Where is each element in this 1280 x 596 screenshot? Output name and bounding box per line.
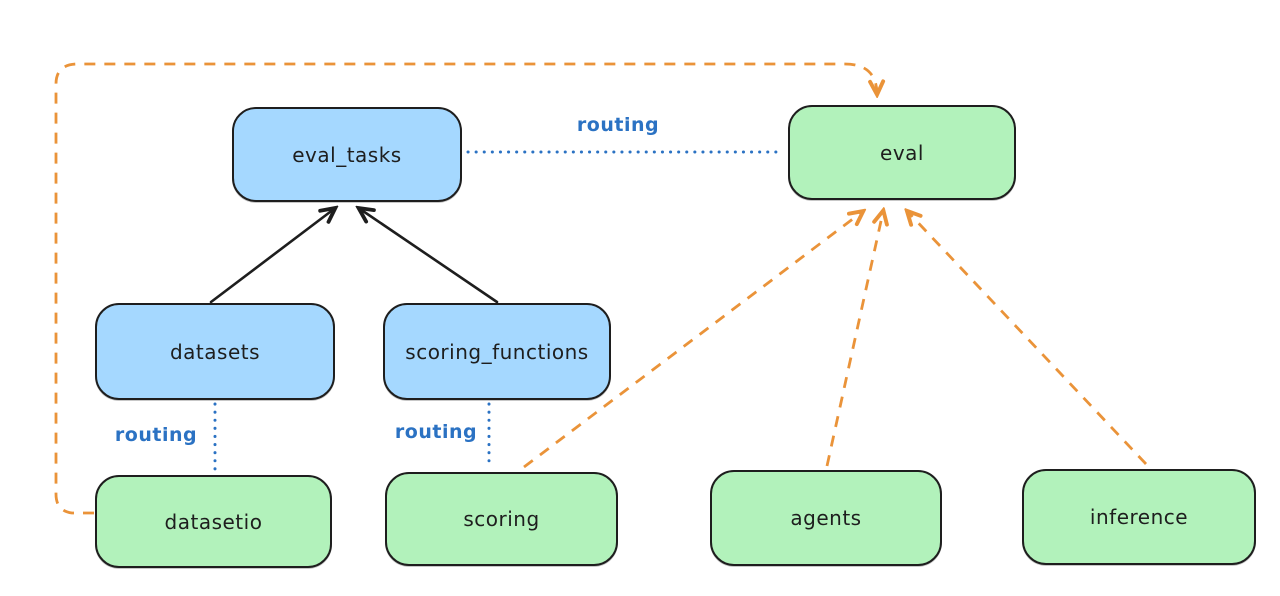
edge-label-routing-datasets: routing [114,424,198,446]
node-agents: agents [710,470,942,566]
node-scoring-label: scoring [463,507,540,531]
node-eval-label: eval [880,140,924,165]
edge-label-routing-top: routing [576,114,660,136]
node-eval: eval [788,105,1016,200]
edge-inference-to-eval [908,212,1148,465]
node-inference: inference [1022,469,1256,565]
node-scoring: scoring [385,472,618,566]
node-datasetio-label: datasetio [164,509,263,534]
node-eval-tasks-label: eval_tasks [292,142,402,167]
node-datasets-label: datasets [169,339,261,364]
edge-label-routing-scoring: routing [394,421,478,443]
edge-datasets-to-eval-tasks [209,209,334,304]
node-eval-tasks: eval_tasks [232,107,462,202]
edge-scoring-functions-to-eval-tasks [360,209,499,304]
node-scoring-functions: scoring_functions [383,303,611,400]
node-datasets: datasets [95,303,335,400]
edge-agents-to-eval [825,212,883,467]
node-agents-label: agents [790,506,862,530]
node-inference-label: inference [1089,505,1189,529]
node-scoring-functions-label: scoring_functions [405,339,589,364]
node-datasetio: datasetio [95,475,332,568]
